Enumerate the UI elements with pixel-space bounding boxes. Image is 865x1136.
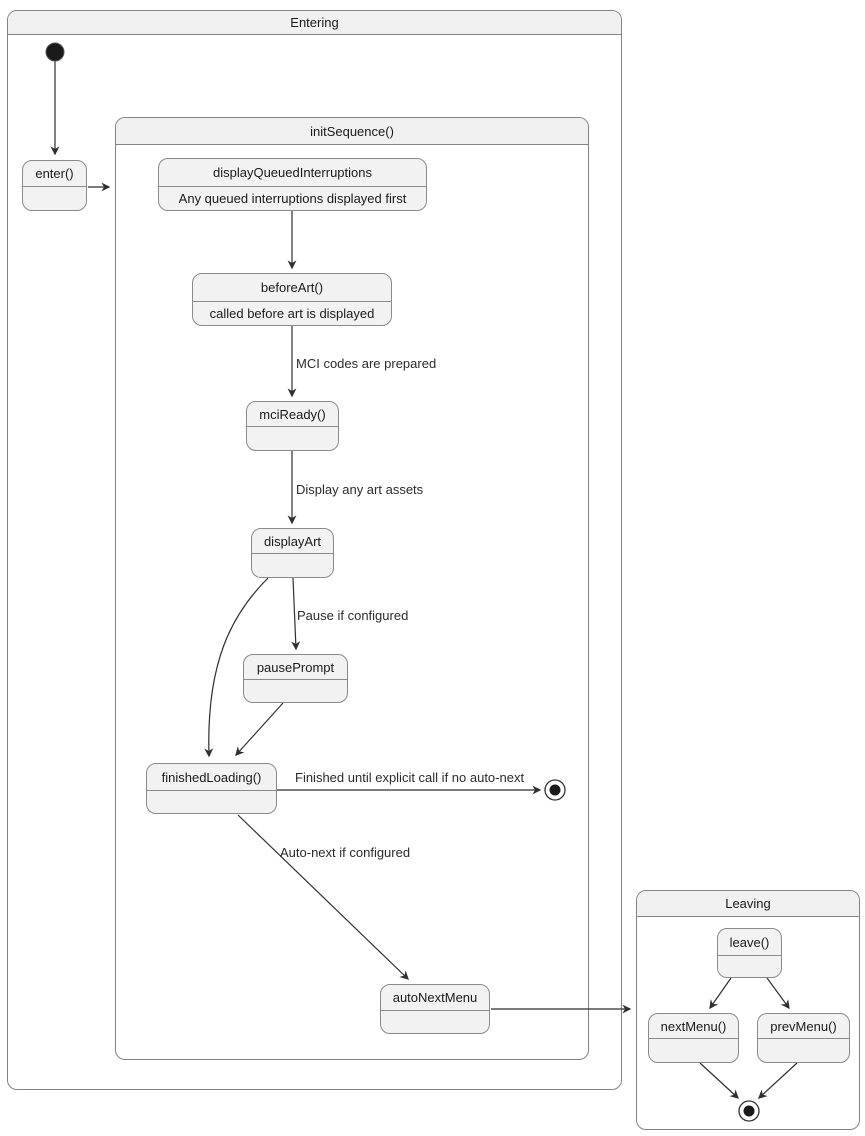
state-enter: enter(): [22, 160, 87, 211]
state-title: beforeArt(): [193, 274, 391, 302]
state-before-art: beforeArt() called before art is display…: [192, 273, 392, 326]
container-init-sequence-title: initSequence(): [116, 118, 588, 145]
container-title-label: Entering: [290, 15, 339, 30]
state-description: called before art is displayed: [209, 306, 375, 321]
state-prev-menu: prevMenu(): [757, 1013, 850, 1063]
state-body: [244, 680, 347, 702]
state-body: [252, 554, 333, 577]
state-description: Any queued interruptions displayed first: [178, 191, 407, 206]
state-body: [758, 1039, 849, 1062]
edge-label-pause: Pause if configured: [297, 608, 409, 623]
state-mci-ready: mciReady(): [246, 401, 339, 451]
state-finished-loading: finishedLoading(): [146, 763, 277, 814]
state-auto-next-menu: autoNextMenu: [380, 984, 490, 1034]
state-title: prevMenu(): [758, 1014, 849, 1039]
edge-label-finished: Finished until explicit call if no auto-…: [295, 770, 525, 785]
state-title: pausePrompt: [244, 655, 347, 680]
state-display-queued-interruptions: displayQueuedInterruptions Any queued in…: [158, 158, 427, 211]
container-leaving: Leaving: [636, 890, 860, 1130]
state-body: [247, 427, 338, 450]
state-leave: leave(): [717, 928, 782, 978]
state-title: finishedLoading(): [147, 764, 276, 791]
container-init-sequence: initSequence(): [115, 117, 589, 1060]
state-title: displayQueuedInterruptions: [159, 159, 426, 187]
state-title: nextMenu(): [649, 1014, 738, 1039]
edge-label-mci-codes: MCI codes are prepared: [296, 356, 437, 371]
edge-label-auto-next: Auto-next if configured: [280, 845, 411, 860]
container-entering-title: Entering: [8, 11, 621, 35]
state-display-art: displayArt: [251, 528, 334, 578]
state-title: leave(): [718, 929, 781, 956]
container-leaving-title: Leaving: [637, 891, 859, 917]
state-body: [381, 1011, 489, 1033]
state-title: enter(): [23, 161, 86, 187]
state-title: mciReady(): [247, 402, 338, 427]
edge-label-display-assets: Display any art assets: [296, 482, 424, 497]
container-title-label: Leaving: [725, 896, 771, 911]
state-body: [23, 187, 86, 210]
state-title: displayArt: [252, 529, 333, 554]
state-title: autoNextMenu: [381, 985, 489, 1011]
state-body: [718, 956, 781, 977]
state-next-menu: nextMenu(): [648, 1013, 739, 1063]
state-pause-prompt: pausePrompt: [243, 654, 348, 703]
container-title-label: initSequence(): [310, 123, 394, 139]
state-body: [649, 1039, 738, 1062]
state-body: [147, 791, 276, 813]
